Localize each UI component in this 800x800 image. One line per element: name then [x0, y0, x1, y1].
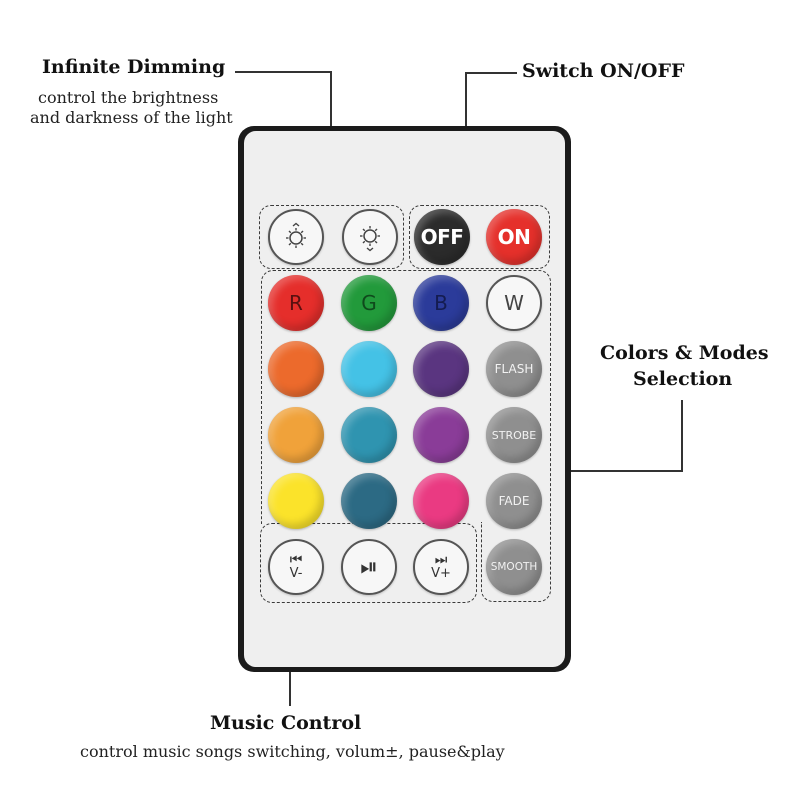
colors-title-line-1: Colors & Modes: [600, 342, 769, 364]
blue-button-label: B: [434, 291, 448, 315]
light-orange-button[interactable]: [268, 407, 324, 463]
music-title: Music Control: [210, 712, 362, 734]
brightness-up-button[interactable]: [268, 209, 324, 265]
smooth-button[interactable]: SMOOTH: [486, 539, 542, 595]
brightness-down-icon: [360, 226, 380, 252]
off-button[interactable]: OFF: [414, 209, 470, 265]
brightness-up-icon: [286, 222, 306, 248]
dimming-leader-h: [235, 71, 331, 73]
dimming-desc-line-1: control the brightness: [38, 88, 219, 107]
white-button[interactable]: W: [486, 275, 542, 331]
dark-teal-button[interactable]: [341, 473, 397, 529]
strobe-button[interactable]: STROBE: [486, 407, 542, 463]
white-button-label: W: [504, 291, 524, 315]
colors-leader-h: [556, 470, 683, 472]
yellow-button[interactable]: [268, 473, 324, 529]
dimming-desc-line-2: and darkness of the light: [30, 108, 233, 127]
play-pause-icon: ⏯: [360, 554, 378, 580]
smooth-button-label: SMOOTH: [490, 561, 538, 573]
dimming-group-outline: [259, 205, 404, 269]
fade-button[interactable]: FADE: [486, 473, 542, 529]
modes-group-outline: [481, 522, 551, 602]
fade-button-label: FADE: [498, 494, 530, 508]
off-button-label: OFF: [420, 225, 464, 249]
teal-button[interactable]: [341, 407, 397, 463]
purple-button[interactable]: [413, 407, 469, 463]
violet-button[interactable]: [413, 341, 469, 397]
on-button-label: ON: [497, 225, 531, 249]
switch-title: Switch ON/OFF: [522, 60, 685, 82]
colors-group-outline: [261, 270, 551, 524]
previous-volume-down-button[interactable]: ⏮ V-: [268, 539, 324, 595]
sky-blue-button[interactable]: [341, 341, 397, 397]
switch-group-outline: [409, 205, 550, 269]
colors-leader-v: [681, 400, 683, 471]
volume-up-label: V+: [431, 566, 451, 581]
red-button-label: R: [289, 291, 303, 315]
pink-button[interactable]: [413, 473, 469, 529]
green-button[interactable]: G: [341, 275, 397, 331]
blue-button[interactable]: B: [413, 275, 469, 331]
flash-button-label: FLASH: [494, 362, 534, 376]
dimming-title: Infinite Dimming: [42, 56, 226, 78]
brightness-down-button[interactable]: [342, 209, 398, 265]
red-button[interactable]: R: [268, 275, 324, 331]
flash-button[interactable]: FLASH: [486, 341, 542, 397]
volume-down-label: V-: [289, 566, 303, 581]
orange-button[interactable]: [268, 341, 324, 397]
green-button-label: G: [361, 291, 377, 315]
music-desc: control music songs switching, volum±, p…: [80, 742, 505, 761]
strobe-button-label: STROBE: [491, 428, 537, 442]
switch-leader-h: [465, 72, 517, 74]
next-volume-up-button[interactable]: ⏭ V+: [413, 539, 469, 595]
previous-track-icon: ⏮: [289, 552, 303, 568]
play-pause-button[interactable]: ⏯: [341, 539, 397, 595]
colors-title-line-2: Selection: [633, 368, 733, 390]
on-button[interactable]: ON: [486, 209, 542, 265]
next-track-icon: ⏭: [434, 552, 448, 568]
